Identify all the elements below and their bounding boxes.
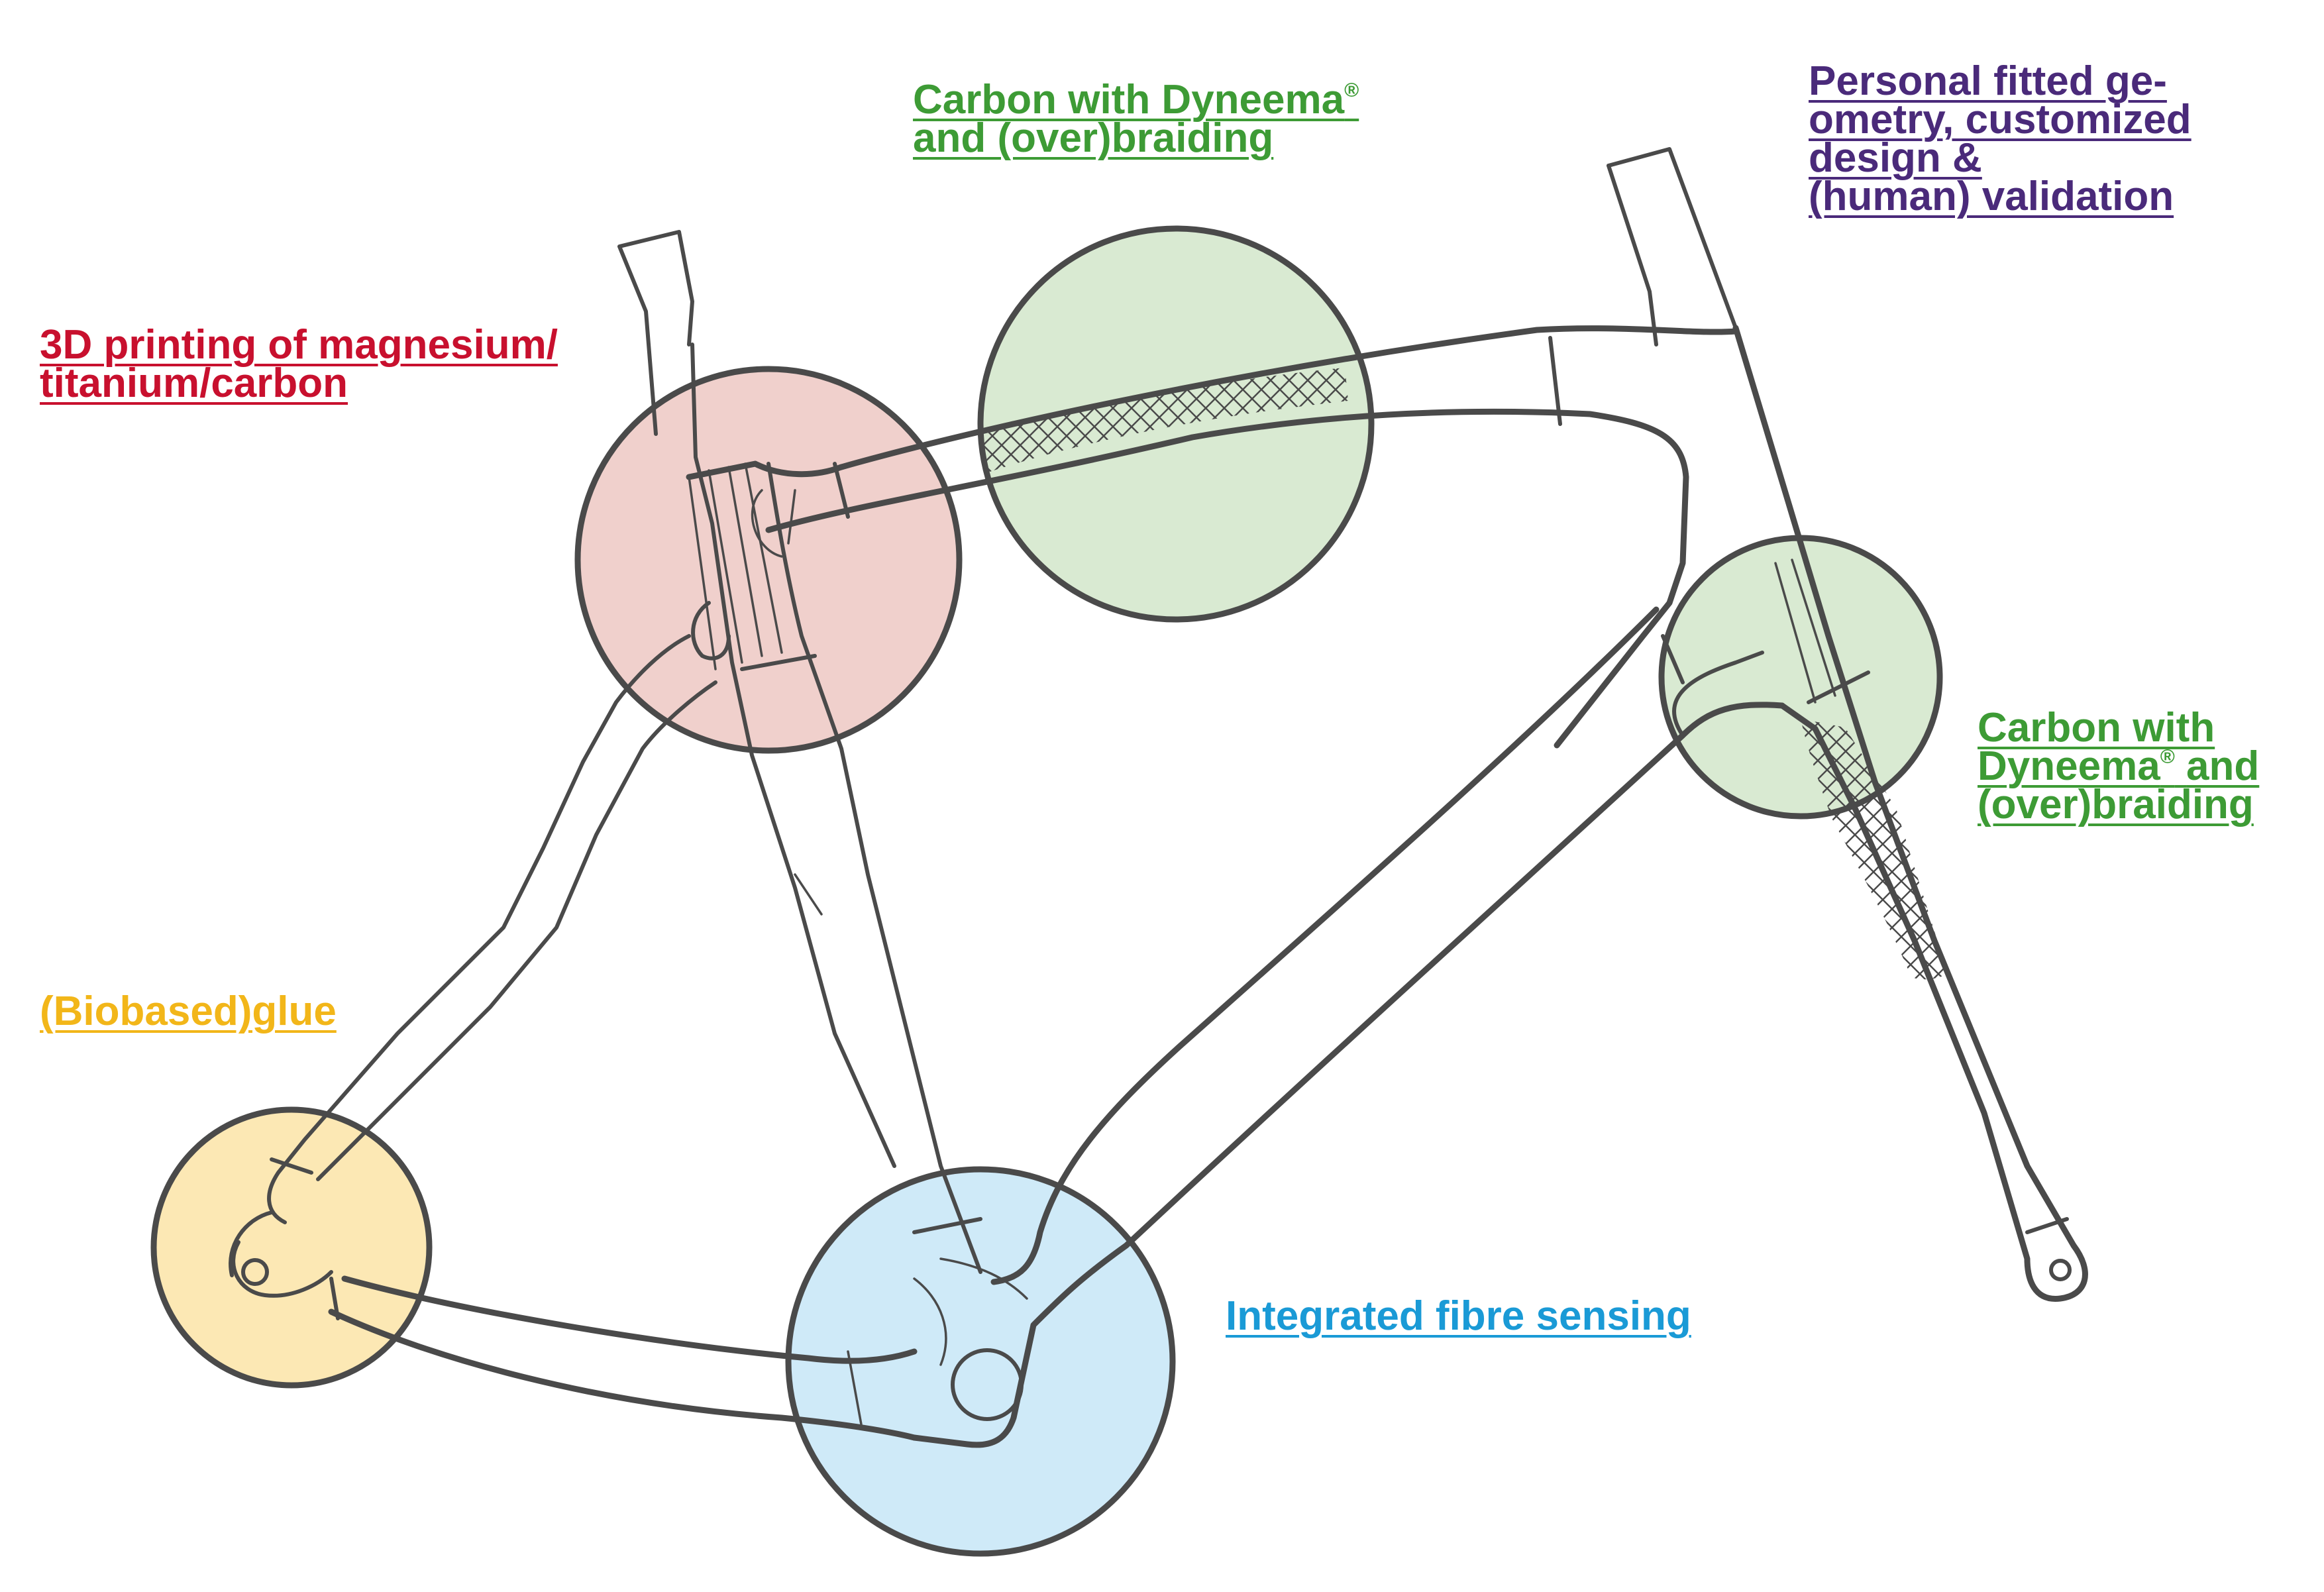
label-sensing-line-1: Integrated fibre sensing: [1226, 1293, 1691, 1339]
label-braiding-right-line-2: Dyneema® and: [1978, 743, 2260, 789]
label-fibre-sensing: Integrated fibre sensing: [1226, 1293, 1691, 1339]
registered-mark: ®: [1344, 80, 1359, 101]
label-geometry-line-2: ometry, customized: [1809, 97, 2192, 142]
label-braiding-top-line-2: and (over)braiding: [913, 115, 1274, 161]
label-braiding-top: Carbon with Dyneema® and (over)braiding: [913, 77, 1359, 161]
label-3d-printing-line-2: titanium/carbon: [40, 360, 348, 406]
label-braiding-top-line-1: Carbon with Dyneema®: [913, 77, 1359, 123]
seat-post: [617, 230, 694, 436]
braiding-hatch-top: [980, 368, 1348, 474]
down-tube: [911, 702, 1785, 1448]
label-geometry-line-4: (human) validation: [1809, 174, 2174, 219]
bicycle-frame: [229, 147, 2088, 1448]
label-3d-printing-line-1: 3D printing of magnesium/: [40, 322, 558, 368]
label-braiding-right-line-1: Carbon with: [1978, 705, 2215, 751]
label-personal-geometry: Personal fitted ge- ometry, customized d…: [1809, 58, 2192, 219]
zone-3d-printing: [574, 366, 963, 754]
label-3d-printing: 3D printing of magnesium/ titanium/carbo…: [40, 322, 558, 406]
label-braiding-right-line-3: (over)braiding: [1978, 782, 2254, 827]
head-tube: [1607, 147, 1738, 330]
bottom-bracket: [951, 1348, 1024, 1421]
zone-fibre-sensing: [785, 1166, 1176, 1557]
fork: [1732, 325, 2088, 1302]
top-tube: [686, 325, 1739, 480]
seat-stay: [267, 634, 717, 1224]
rear-dropout: [231, 1240, 333, 1298]
label-braiding-right: Carbon with Dyneema® and (over)braiding: [1978, 705, 2260, 827]
label-biobased-glue: (Biobased)glue: [40, 988, 337, 1034]
registered-mark-right: ®: [2160, 746, 2175, 768]
chain-stay: [328, 1275, 918, 1441]
label-geometry-line-1: Personal fitted ge-: [1809, 58, 2167, 104]
seat-tube: [690, 343, 982, 1274]
label-geometry-line-3: design &: [1809, 135, 1982, 181]
label-glue-line-1: (Biobased)glue: [40, 988, 337, 1034]
zone-glue: [150, 1106, 433, 1389]
